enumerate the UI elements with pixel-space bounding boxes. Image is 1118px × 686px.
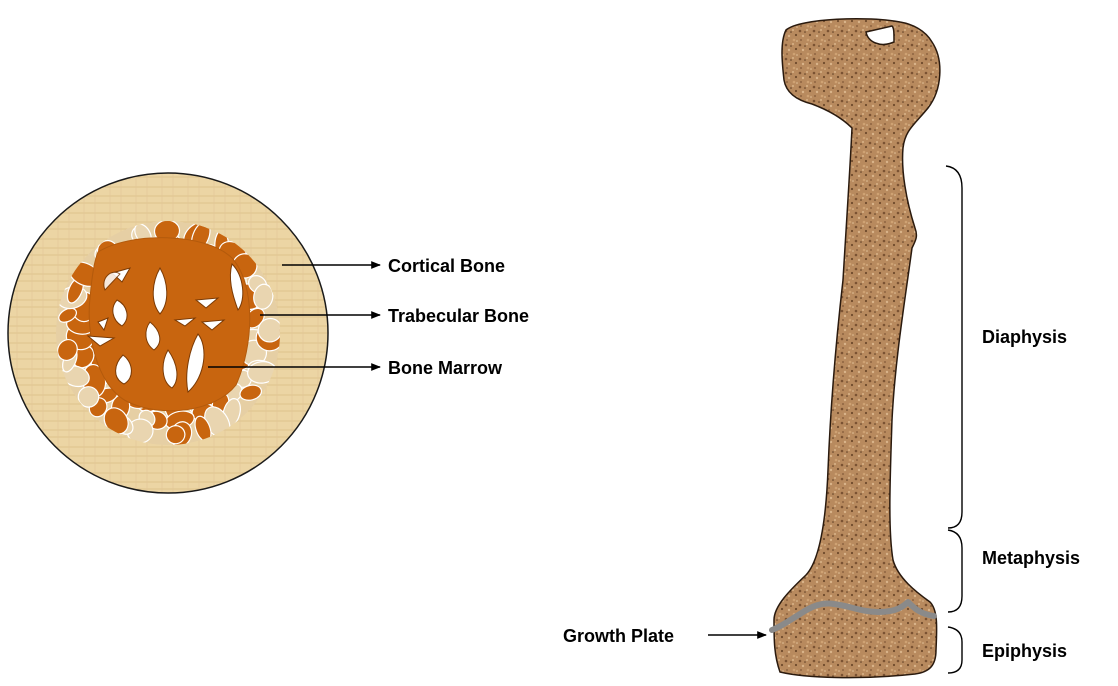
growth-plate-label: Growth Plate [563,627,674,645]
femur-outline [774,19,940,678]
epiphysis-label: Epiphysis [982,642,1067,660]
cortical-bone-label: Cortical Bone [388,257,505,275]
trabecular-bone-label: Trabecular Bone [388,307,529,325]
metaphysis-bracket [948,530,962,612]
epiphysis-bracket [948,627,962,673]
bone-cross-section [8,173,328,493]
metaphysis-label: Metaphysis [982,549,1080,567]
diaphysis-bracket [946,166,962,528]
bone-marrow-label: Bone Marrow [388,359,502,377]
long-bone [772,19,940,678]
diaphysis-label: Diaphysis [982,328,1067,346]
